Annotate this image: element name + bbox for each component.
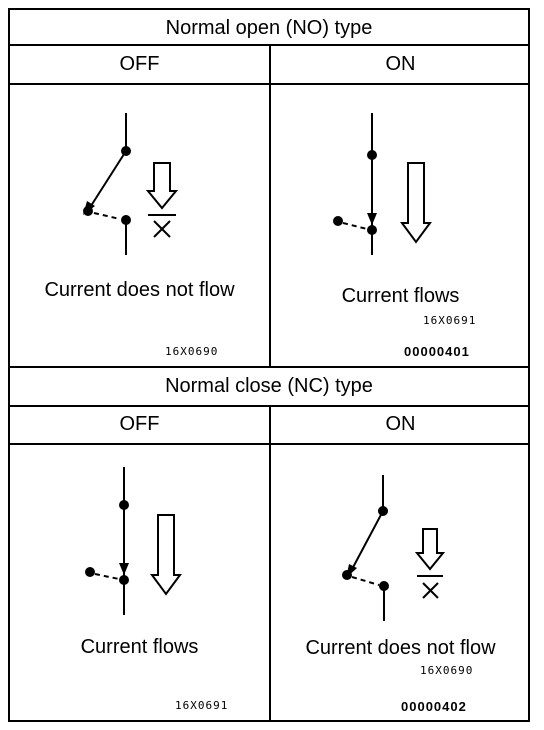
caption-nc-off: Current flows <box>80 636 199 658</box>
switch-open-diagram <box>83 113 179 255</box>
section-title-nc: Normal close (NC) type <box>165 375 373 397</box>
figure-code: 16X0691 <box>175 699 229 712</box>
document-number: 00000401 <box>404 344 470 359</box>
arrow-down-icon <box>414 528 446 571</box>
switch-open-diagram <box>342 475 446 621</box>
switch-closed-diagram <box>333 113 432 255</box>
section-title-no: Normal open (NO) type <box>165 17 373 39</box>
caption-nc-on: Current does not flow <box>305 637 496 659</box>
figure-code: 16X0691 <box>423 314 477 327</box>
col-head-no-on: ON <box>385 53 416 75</box>
column-divider <box>269 44 271 366</box>
cell-nc-on: Current does not flow 16X0690 00000402 <box>271 445 530 722</box>
figure-code: 16X0690 <box>165 345 219 358</box>
blocked-x-icon <box>153 220 171 238</box>
arrow-down-icon <box>145 162 179 210</box>
section-divider <box>10 366 528 368</box>
col-head-nc-on: ON <box>385 413 416 435</box>
caption-no-off: Current does not flow <box>44 279 235 301</box>
document-number: 00000402 <box>401 699 467 714</box>
cell-no-off: Current does not flow 16X0690 <box>10 85 269 366</box>
arrow-down-icon <box>400 162 432 244</box>
switch-closed-diagram <box>85 467 182 615</box>
diagram-frame: Normal open (NO) type OFF ON Current doe… <box>8 8 530 722</box>
column-divider <box>269 405 271 722</box>
figure-code: 16X0690 <box>420 664 474 677</box>
col-head-no-off: OFF <box>119 53 160 75</box>
cell-no-on: Current flows 16X0691 00000401 <box>271 85 530 366</box>
caption-no-on: Current flows <box>341 285 460 307</box>
cell-nc-off: Current flows 16X0691 <box>10 445 269 722</box>
arrow-down-icon <box>150 514 182 596</box>
blocked-x-icon <box>422 582 439 599</box>
col-head-nc-off: OFF <box>119 413 160 435</box>
